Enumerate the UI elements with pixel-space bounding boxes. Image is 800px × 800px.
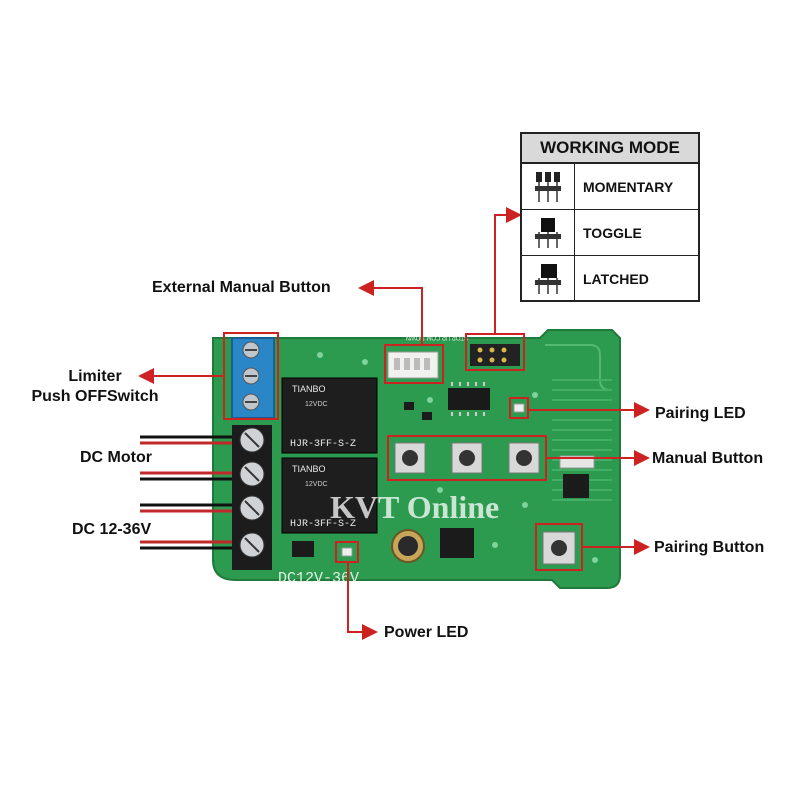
power-led-part bbox=[341, 547, 353, 557]
relay-brand-text: TIANBO bbox=[292, 384, 326, 394]
relay-model-text: HJR-3FF-S-Z bbox=[290, 519, 356, 530]
mode-jumper-pins bbox=[470, 344, 520, 366]
limiter-terminal-block bbox=[231, 337, 275, 419]
diode bbox=[292, 541, 314, 557]
relay-brand-text: TIANBO bbox=[292, 464, 326, 474]
highlight-pairing-led bbox=[509, 397, 529, 419]
relay-model-text: HJR-3FF-S-Z bbox=[290, 439, 356, 450]
manual-buttons bbox=[394, 442, 540, 474]
jumper-momentary-icon bbox=[522, 164, 575, 209]
radio-chip bbox=[563, 474, 589, 498]
watermark-text: KVT Online bbox=[330, 489, 499, 525]
highlight-external-header bbox=[384, 344, 444, 384]
label-dc-motor: DC Motor bbox=[80, 449, 152, 466]
pairing-button-part bbox=[542, 531, 576, 565]
working-mode-title: WORKING MODE bbox=[522, 134, 698, 164]
mode-row-momentary: MOMENTARY bbox=[522, 164, 698, 210]
silk-header-text: STOP UP COM DOWN bbox=[406, 334, 468, 340]
arrow-power-led bbox=[347, 562, 378, 640]
label-manual-button: Manual Button bbox=[652, 450, 764, 467]
mode-name-toggle: TOGGLE bbox=[583, 224, 642, 241]
mode-row-latched: LATCHED bbox=[522, 256, 698, 302]
label-limiter-line2: Push OFFSwitch bbox=[31, 388, 159, 405]
label-pairing-led: Pairing LED bbox=[655, 405, 746, 422]
antenna-trace bbox=[552, 379, 612, 501]
pairing-led-part bbox=[513, 403, 525, 413]
arrow-working-mode bbox=[494, 207, 522, 334]
label-limiter-line1: Limiter bbox=[68, 368, 122, 385]
mode-name-latched: LATCHED bbox=[583, 271, 649, 287]
label-pairing-button: Pairing Button bbox=[654, 539, 765, 556]
label-external-manual-button: External Manual Button bbox=[152, 279, 331, 296]
external-button-header bbox=[387, 351, 439, 379]
label-power-led: Power LED bbox=[384, 624, 469, 641]
relay-top: TIANBO 12VDC HJR-3FF-S-Z bbox=[281, 377, 378, 454]
callout-lines bbox=[138, 207, 650, 640]
screw-terminal-block bbox=[232, 425, 272, 570]
jumper-latched-icon bbox=[522, 256, 575, 302]
jumper-toggle-icon bbox=[522, 210, 575, 255]
arrow-external-manual-button bbox=[358, 280, 423, 345]
wires bbox=[140, 435, 232, 550]
label-dc-supply: DC 12-36V bbox=[72, 521, 152, 538]
working-mode-table: WORKING MODE MOMENTARY TOGGLE bbox=[520, 132, 700, 302]
regulator-chip bbox=[440, 528, 474, 558]
silk-voltage-text: DC12V-36V bbox=[278, 570, 359, 587]
mode-row-toggle: TOGGLE bbox=[522, 210, 698, 256]
relay-voltage-text: 12VDC bbox=[305, 481, 328, 488]
relay-voltage-text: 12VDC bbox=[305, 401, 328, 408]
mode-name-momentary: MOMENTARY bbox=[583, 178, 674, 195]
ic-chip bbox=[448, 382, 490, 416]
relay-bottom: TIANBO 12VDC HJR-3FF-S-Z bbox=[281, 457, 378, 534]
